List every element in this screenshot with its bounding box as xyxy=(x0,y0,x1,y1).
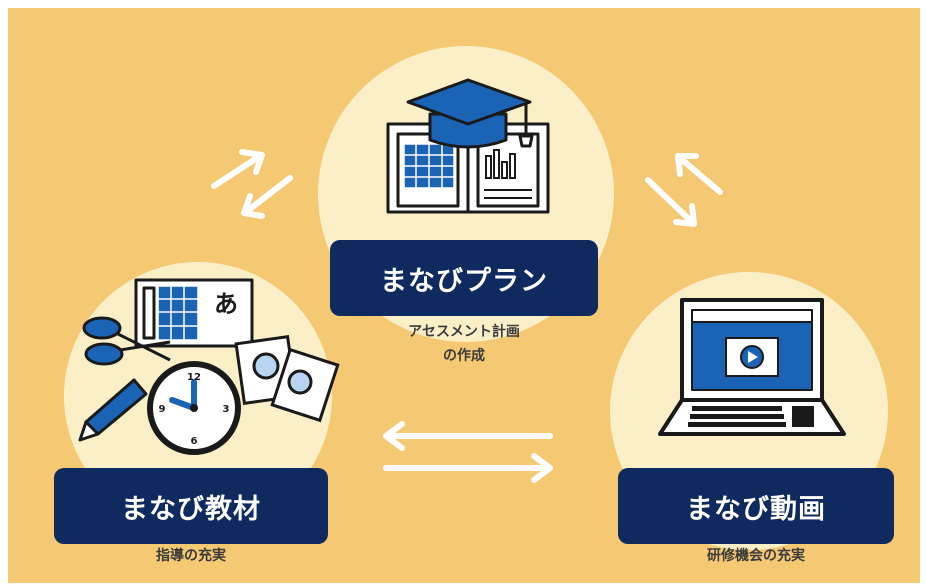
table-grid-icon xyxy=(403,143,455,189)
bar-chart-icon xyxy=(484,149,532,199)
keyboard-icon xyxy=(688,406,814,427)
diagram-panel: あ 12 3 6 9 xyxy=(8,8,920,583)
face-card-icon xyxy=(234,334,340,423)
play-video-icon xyxy=(725,337,779,377)
clock-label-9: 9 xyxy=(159,404,166,415)
video-caption: 研修機会の充実 xyxy=(707,548,805,564)
arrow-plan-video-icon xyxy=(645,153,723,227)
plan-caption: アセスメント計画 の作成 xyxy=(330,320,598,368)
clock-label-12: 12 xyxy=(187,372,201,383)
clock-icon: 12 3 6 9 xyxy=(147,361,241,455)
plan-label: まなびプラン xyxy=(330,240,598,316)
materials-caption: 指導の充実 xyxy=(156,548,226,564)
plan-caption-line1: アセスメント計画 xyxy=(408,324,520,340)
video-label: まなび動画 xyxy=(618,468,894,544)
materials-illustration: あ 12 3 6 9 xyxy=(78,278,340,455)
materials-title: まなび教材 xyxy=(121,493,261,525)
scissors-icon xyxy=(82,316,171,366)
kana-card-label: あ xyxy=(214,290,238,318)
materials-label: まなび教材 xyxy=(54,468,328,544)
clock-label-3: 3 xyxy=(223,404,230,415)
cycle-arrows xyxy=(211,149,723,483)
arrow-materials-video-icon xyxy=(383,421,553,483)
plan-title: まなびプラン xyxy=(380,265,548,297)
arrow-plan-materials-icon xyxy=(211,149,293,219)
video-title: まなび動画 xyxy=(686,493,826,525)
plan-caption-line2: の作成 xyxy=(443,348,485,364)
plan-illustration xyxy=(386,78,550,214)
graduation-cap-icon xyxy=(406,78,534,149)
pencil-icon xyxy=(78,378,148,442)
worksheet-grid-icon xyxy=(157,285,199,341)
video-illustration xyxy=(658,298,846,436)
clock-label-6: 6 xyxy=(191,436,198,447)
